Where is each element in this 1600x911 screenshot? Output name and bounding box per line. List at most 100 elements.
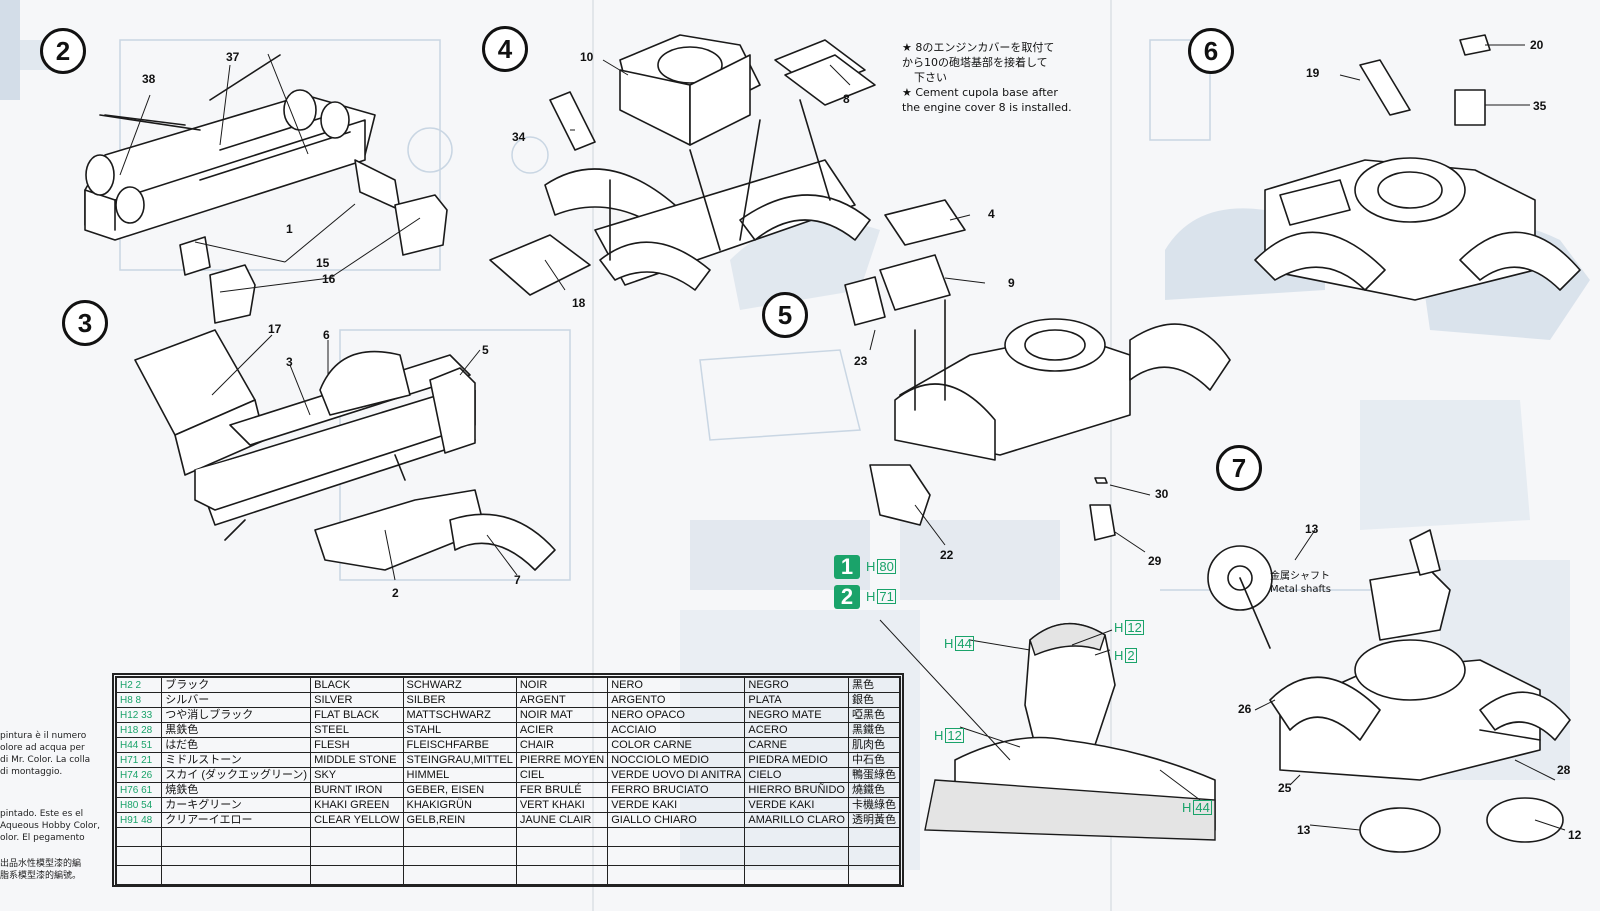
paint-cell-code: H12 33	[115, 707, 163, 723]
paint-cell-code: H74 26	[115, 767, 163, 783]
margin-line: olore ad acqua per	[0, 743, 85, 753]
part-number: 16	[322, 272, 336, 286]
paint-cell-es: CIELO	[744, 767, 849, 783]
figure-step-2-badge: 2	[834, 585, 860, 609]
paint-cell-empty	[310, 846, 404, 866]
paint-cell-en: KHAKI GREEN	[310, 797, 404, 813]
paint-cell-cn: 燒鐵色	[848, 782, 901, 798]
paint-cell-de: GEBER, EISEN	[402, 782, 517, 798]
paint-cell-es: PLATA	[744, 692, 849, 708]
fold-line	[1110, 0, 1112, 911]
paint-cell-en: FLAT BLACK	[310, 707, 404, 723]
paint-cell-es: NEGRO	[744, 676, 849, 693]
paint-cell-empty	[115, 827, 163, 847]
paint-cell-it: ARGENTO	[607, 692, 746, 708]
part-number: 28	[1557, 763, 1571, 777]
part-number: 15	[316, 256, 330, 270]
code-letter: H	[866, 559, 876, 574]
paint-cell-de: FLEISCHFARBE	[402, 737, 517, 753]
paint-cell-jp: 黒鉄色	[161, 722, 312, 738]
paint-cell-fr: CHAIR	[515, 737, 609, 753]
paint-cell-empty	[848, 827, 901, 847]
metal-shafts-en: Metal shafts	[1270, 584, 1331, 595]
paint-cell-en: FLESH	[310, 737, 404, 753]
paint-cell-empty	[744, 846, 849, 866]
paint-cell-es: PIEDRA MEDIO	[744, 752, 849, 768]
paint-cell-jp: シルバー	[161, 692, 312, 708]
paint-cell-jp: 焼鉄色	[161, 782, 312, 798]
paint-cell-empty	[515, 865, 609, 886]
paint-cell-en: SKY	[310, 767, 404, 783]
paint-cell-en: BURNT IRON	[310, 782, 404, 798]
step-7-badge: 7	[1216, 445, 1262, 491]
paint-cell-code: H2 2	[115, 676, 163, 693]
step3-assembly	[134, 329, 556, 581]
paint-cell-jp: ミドルストーン	[161, 752, 312, 768]
paint-cell-cn: 啞黑色	[848, 707, 901, 723]
paint-cell-it: NOCCIOLO MEDIO	[607, 752, 746, 768]
margin-line: 出品水性模型漆的編	[0, 859, 82, 869]
paint-cell-de: STEINGRAU,MITTEL	[402, 752, 517, 768]
paint-cell-fr: NOIR MAT	[515, 707, 609, 723]
step4-assembly	[489, 34, 876, 296]
paint-cell-empty	[607, 846, 746, 866]
paint-cell-cn: 中石色	[848, 752, 901, 768]
part-number: 20	[1530, 38, 1544, 52]
paint-cell-cn: 肌肉色	[848, 737, 901, 753]
paint-cell-empty	[607, 827, 746, 847]
code-value: 71	[877, 589, 896, 604]
paint-cell-es: HIERRO BRUÑIDO	[744, 782, 849, 798]
part-number: 8	[843, 92, 850, 106]
part-number: 30	[1155, 487, 1169, 501]
part-number: 13	[1305, 522, 1319, 536]
part-number: 18	[572, 296, 586, 310]
figure-step-1-badge: 1	[834, 555, 860, 579]
part-number: 12	[1568, 828, 1582, 842]
paint-cell-jp: はだ色	[161, 737, 312, 753]
part-number: 9	[1008, 276, 1015, 290]
paint-cell-es: CARNE	[744, 737, 849, 753]
paint-cell-empty	[744, 865, 849, 886]
part-number: 37	[226, 50, 240, 64]
paint-cell-en: BLACK	[310, 676, 404, 693]
paint-cell-empty	[515, 827, 609, 847]
paint-cell-empty	[848, 846, 901, 866]
paint-cell-empty	[161, 846, 312, 866]
paint-cell-empty	[402, 865, 517, 886]
note-en-line: ★ Cement cupola base after	[902, 86, 1058, 99]
part-number: 7	[514, 573, 521, 587]
paint-cell-en: CLEAR YELLOW	[310, 812, 404, 828]
paint-cell-empty	[115, 865, 163, 886]
paint-cell-es: ACERO	[744, 722, 849, 738]
paint-cell-fr: ACIER	[515, 722, 609, 738]
paint-cell-fr: CIEL	[515, 767, 609, 783]
code-value: 44	[1193, 800, 1212, 815]
margin-line: 脂系模型漆的編號。	[0, 871, 82, 881]
margin-line: di Mr. Color. La colla	[0, 755, 91, 765]
part-number: 25	[1278, 781, 1292, 795]
paint-cell-it: ACCIAIO	[607, 722, 746, 738]
margin-line: Aqueous Hobby Color,	[0, 821, 100, 831]
left-margin-text: 出品水性模型漆的編 脂系模型漆的編號。	[0, 858, 81, 882]
margin-line: olor. El pegamento	[0, 833, 85, 843]
paint-cell-empty	[848, 865, 901, 886]
paint-cell-empty	[607, 865, 746, 886]
paint-cell-cn: 銀色	[848, 692, 901, 708]
note-jp-line: から10の砲塔基部を接着して	[902, 56, 1048, 69]
margin-line: di montaggio.	[0, 767, 63, 777]
part-number: 29	[1148, 554, 1162, 568]
paint-cell-de: HIMMEL	[402, 767, 517, 783]
part-number: 13	[1297, 823, 1311, 837]
step6-assembly	[1254, 34, 1581, 301]
paint-cell-code: H91 48	[115, 812, 163, 828]
paint-row-blank	[115, 865, 901, 886]
